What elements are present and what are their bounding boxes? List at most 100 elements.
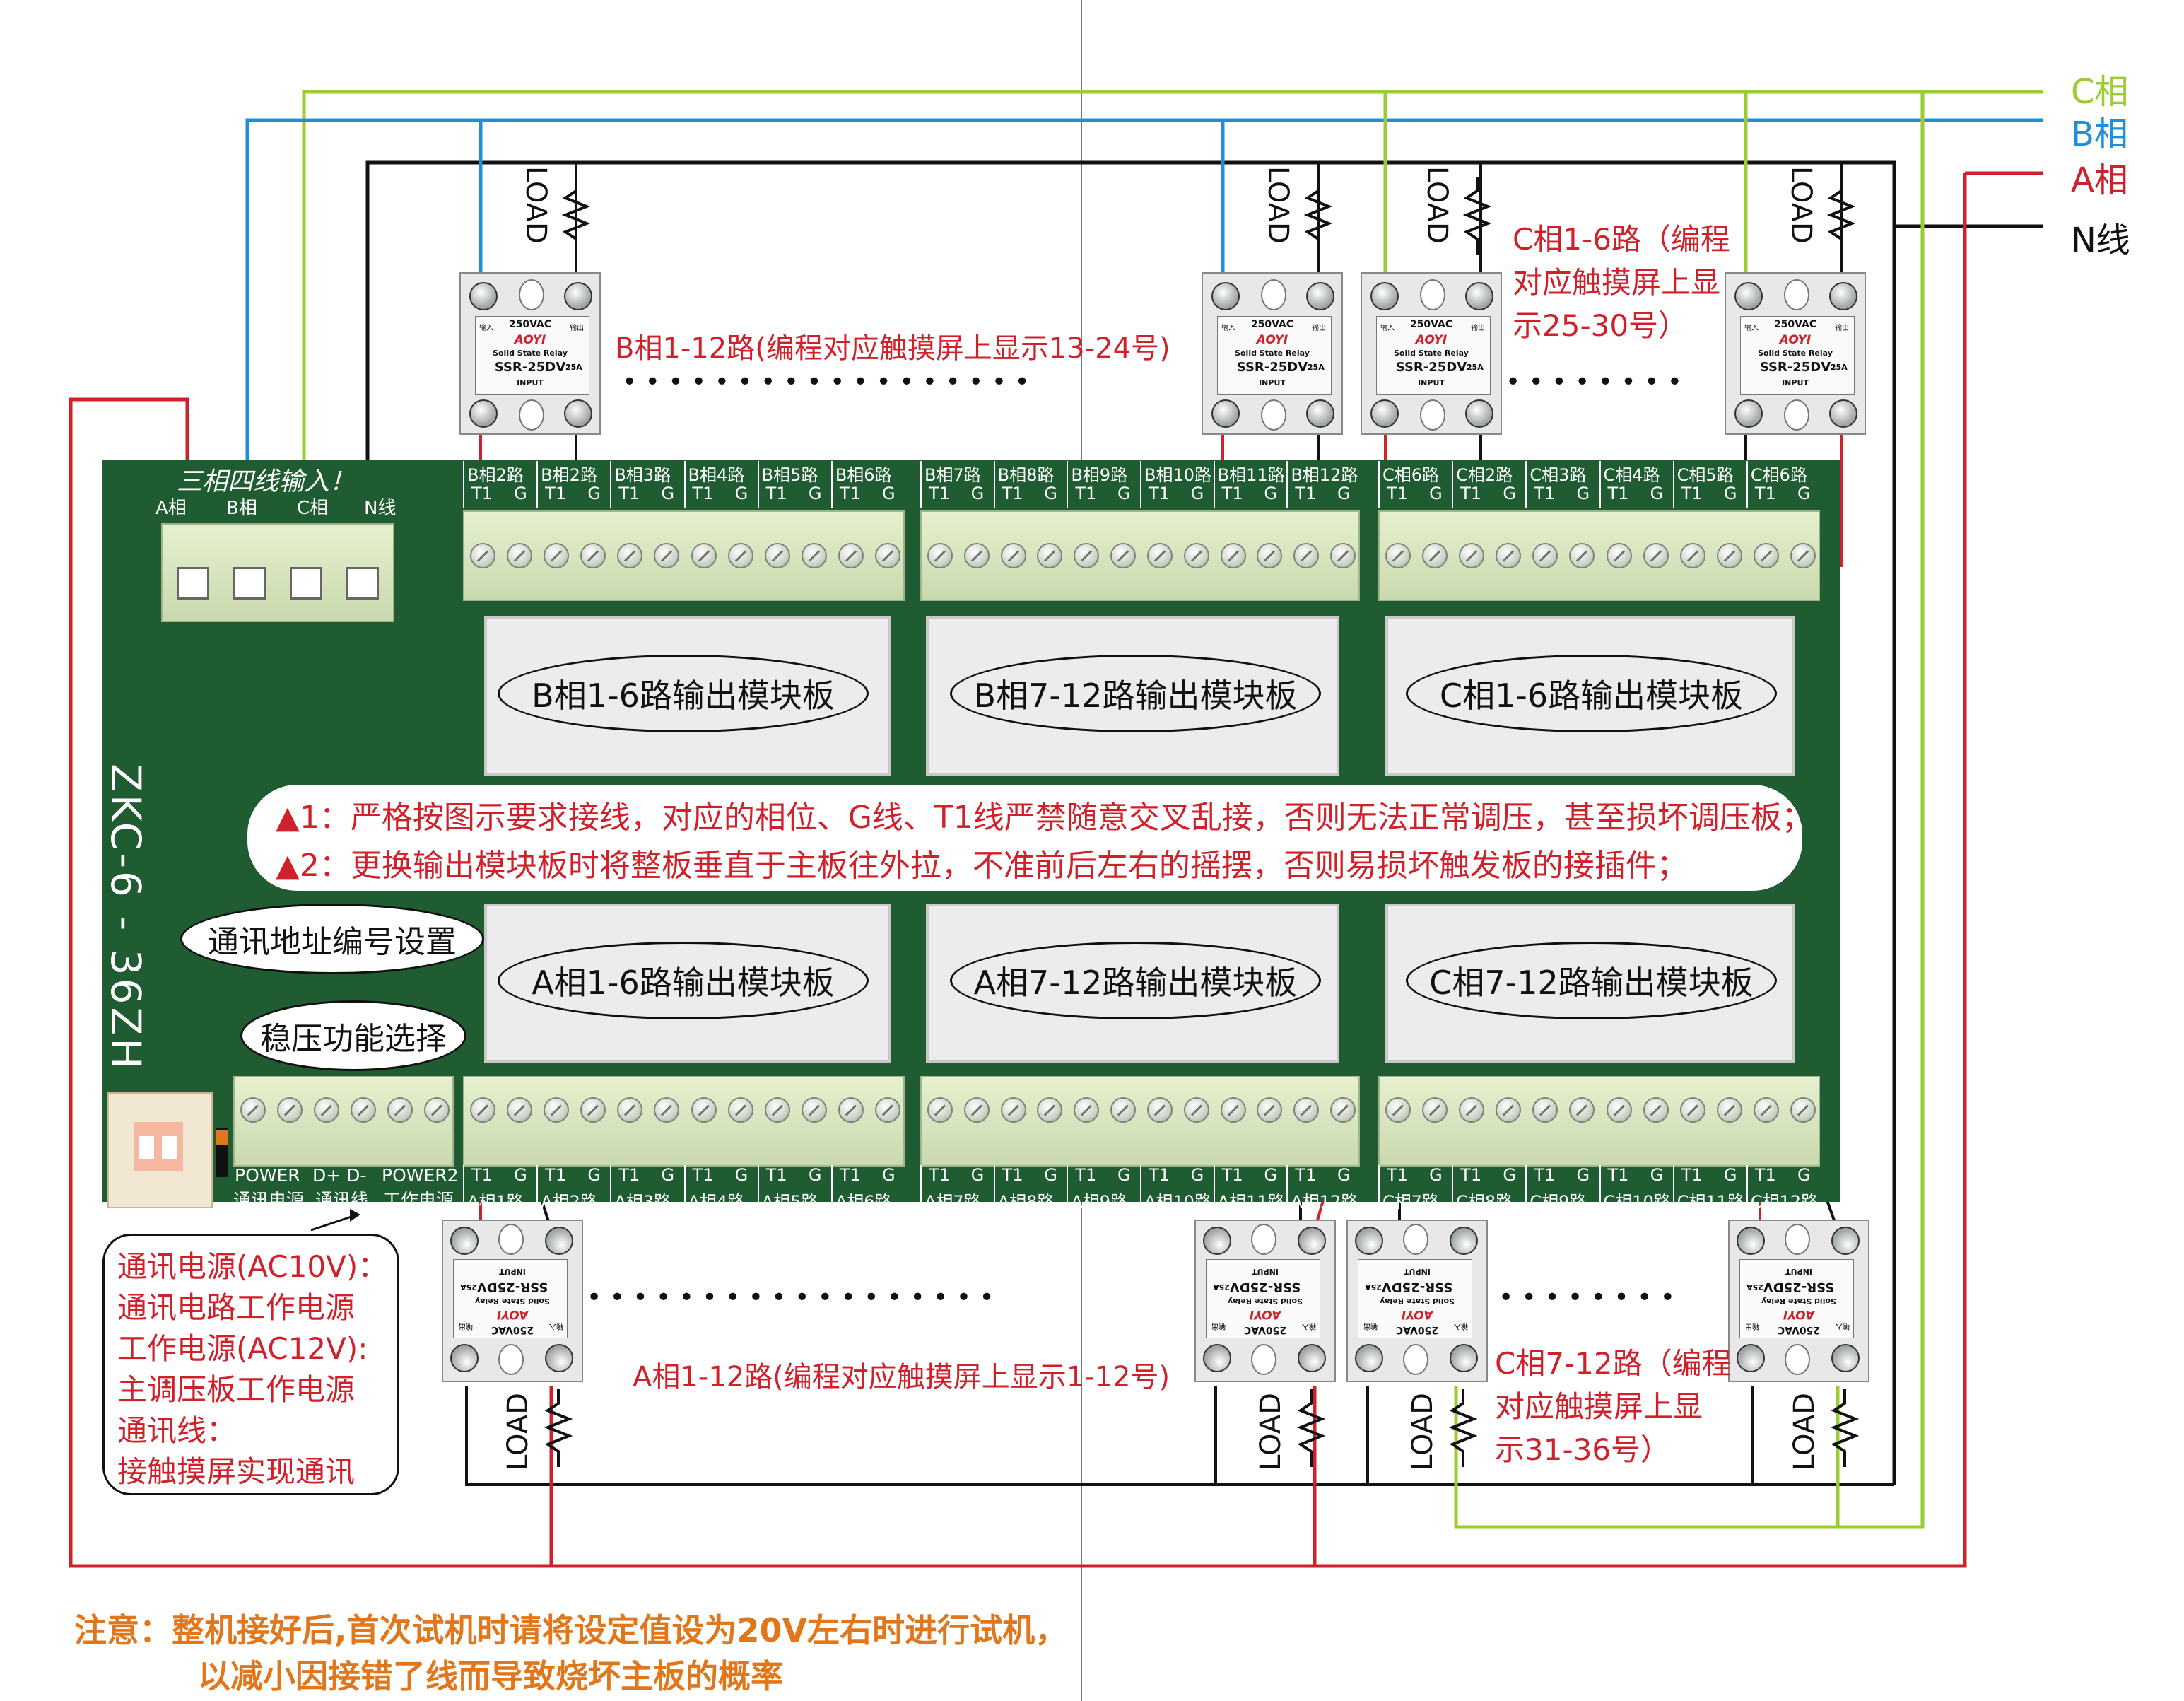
terminal-screw[interactable]: [1385, 1097, 1411, 1123]
terminal-screw[interactable]: [801, 1097, 827, 1123]
relay-mount-hole: [1403, 1224, 1428, 1255]
ellipsis-dots-bottom: • • • • • • • • • • • • • • • • • •: [587, 1283, 994, 1312]
terminal-screw[interactable]: [1037, 543, 1063, 568]
terminal-screw[interactable]: [963, 1097, 990, 1123]
terminal-screw[interactable]: [1146, 543, 1173, 568]
terminal-screw[interactable]: [1000, 543, 1026, 568]
dip-toggle-2[interactable]: [162, 1136, 177, 1159]
terminal-screw[interactable]: [654, 543, 680, 568]
terminal-screw[interactable]: [927, 1097, 953, 1123]
terminal-screw[interactable]: [1679, 543, 1705, 568]
terminal-screw[interactable]: [470, 543, 496, 568]
channel-label: C相11路: [1677, 1192, 1744, 1212]
terminal-screw[interactable]: [1753, 543, 1779, 568]
terminal-screw[interactable]: [838, 543, 864, 568]
terminal-screw[interactable]: [963, 543, 990, 568]
terminal-screw[interactable]: [1220, 543, 1246, 568]
terminal-screw[interactable]: [801, 543, 827, 568]
terminal-screw[interactable]: [1293, 543, 1320, 568]
terminal-screw[interactable]: [727, 1097, 753, 1123]
terminal-screw[interactable]: [1422, 1097, 1448, 1123]
terminal-screw[interactable]: [1679, 1097, 1705, 1123]
warning-1: ▲1：严格按图示要求接线，对应的相位、G线、T1线严禁随意交叉乱接，否则无法正常…: [276, 800, 1813, 836]
terminal-screw[interactable]: [1569, 1097, 1595, 1123]
terminal-screw[interactable]: [1532, 543, 1558, 568]
module-board-c7-12[interactable]: C相7-12路输出模块板: [1385, 904, 1795, 1063]
module-board-b7-12[interactable]: B相7-12路输出模块板: [926, 616, 1339, 776]
terminal-screw[interactable]: [1459, 543, 1485, 568]
terminal-screw[interactable]: [764, 543, 790, 568]
terminal-screw[interactable]: [1330, 1097, 1356, 1123]
terminal-screw[interactable]: [507, 1097, 533, 1123]
terminal-screw[interactable]: [1220, 1097, 1246, 1123]
terminal-screw[interactable]: [764, 1097, 790, 1123]
terminal-screw[interactable]: [1716, 1097, 1742, 1123]
terminal-screw[interactable]: [1496, 543, 1522, 568]
module-board-a1-6[interactable]: A相1-6路输出模块板: [484, 904, 891, 1063]
terminal-screw[interactable]: [1385, 543, 1411, 568]
pin-label-g: G: [1797, 1165, 1811, 1185]
terminal-screw[interactable]: [1257, 543, 1283, 568]
terminal-screw[interactable]: [691, 543, 717, 568]
terminal-screw[interactable]: [1532, 1097, 1558, 1123]
terminal-screw[interactable]: [1293, 1097, 1320, 1123]
terminal-screw[interactable]: [727, 543, 753, 568]
terminal-screw[interactable]: [927, 543, 953, 568]
terminal-screw[interactable]: [544, 1097, 570, 1123]
power-terminal-screw[interactable]: [387, 1097, 413, 1123]
terminal-screw[interactable]: [544, 543, 570, 568]
terminal-screw[interactable]: [691, 1097, 717, 1123]
terminal-screw[interactable]: [1606, 543, 1632, 568]
terminal-screw[interactable]: [1183, 543, 1209, 568]
terminal-screw[interactable]: [617, 543, 643, 568]
module-board-b1-6[interactable]: B相1-6路输出模块板: [484, 616, 891, 776]
terminal-screw[interactable]: [1183, 1097, 1209, 1123]
terminal-screw[interactable]: [1000, 1097, 1026, 1123]
terminal-screw[interactable]: [470, 1097, 496, 1123]
terminal-screw[interactable]: [1606, 1097, 1632, 1123]
terminal-screw[interactable]: [874, 543, 900, 568]
terminal-screw[interactable]: [1037, 1097, 1063, 1123]
terminal-screw[interactable]: [580, 543, 606, 568]
input-slot-a[interactable]: [177, 567, 209, 600]
terminal-screw[interactable]: [507, 543, 533, 568]
terminal-screw[interactable]: [1716, 543, 1742, 568]
terminal-screw[interactable]: [1753, 1097, 1779, 1123]
terminal-screw[interactable]: [1790, 1097, 1816, 1123]
terminal-screw[interactable]: [1074, 543, 1100, 568]
module-board-a7-12[interactable]: A相7-12路输出模块板: [926, 904, 1339, 1063]
terminal-screw[interactable]: [617, 1097, 643, 1123]
terminal-screw[interactable]: [1459, 1097, 1485, 1123]
terminal-screw[interactable]: [1790, 543, 1816, 568]
dip-toggle-1[interactable]: [139, 1136, 154, 1159]
terminal-screw[interactable]: [1643, 543, 1669, 568]
module-board-c1-6[interactable]: C相1-6路输出模块板: [1385, 616, 1795, 776]
terminal-screw[interactable]: [654, 1097, 680, 1123]
terminal-screw[interactable]: [1110, 1097, 1137, 1123]
terminal-screw[interactable]: [1074, 1097, 1100, 1123]
input-slot-c[interactable]: [290, 567, 322, 600]
terminal-screw[interactable]: [1569, 543, 1595, 568]
terminal-screw[interactable]: [874, 1097, 900, 1123]
input-slot-n[interactable]: [346, 567, 379, 600]
power-terminal-screw[interactable]: [351, 1097, 376, 1123]
power-terminal-screw[interactable]: [314, 1097, 339, 1123]
terminal-screw[interactable]: [1257, 1097, 1283, 1123]
terminal-screw[interactable]: [1422, 543, 1448, 568]
input-slot-b[interactable]: [233, 567, 266, 600]
terminal-screw[interactable]: [1330, 543, 1356, 568]
terminal-screw[interactable]: [1146, 1097, 1173, 1123]
power-terminal-screw[interactable]: [240, 1097, 266, 1123]
terminal-screw[interactable]: [1643, 1097, 1669, 1123]
terminal-screw[interactable]: [1496, 1097, 1522, 1123]
terminal-screw[interactable]: [580, 1097, 606, 1123]
relay-screw: [1450, 1344, 1478, 1372]
relay-screw: [1465, 399, 1493, 428]
power-terminal-screw[interactable]: [277, 1097, 303, 1123]
power-terminal-screw[interactable]: [424, 1097, 450, 1123]
channel-label: A相8路: [997, 1192, 1055, 1212]
terminal-screw[interactable]: [1110, 543, 1137, 568]
pin-label-g: G: [808, 1165, 822, 1185]
dip-switch[interactable]: [107, 1092, 213, 1208]
terminal-screw[interactable]: [838, 1097, 864, 1123]
